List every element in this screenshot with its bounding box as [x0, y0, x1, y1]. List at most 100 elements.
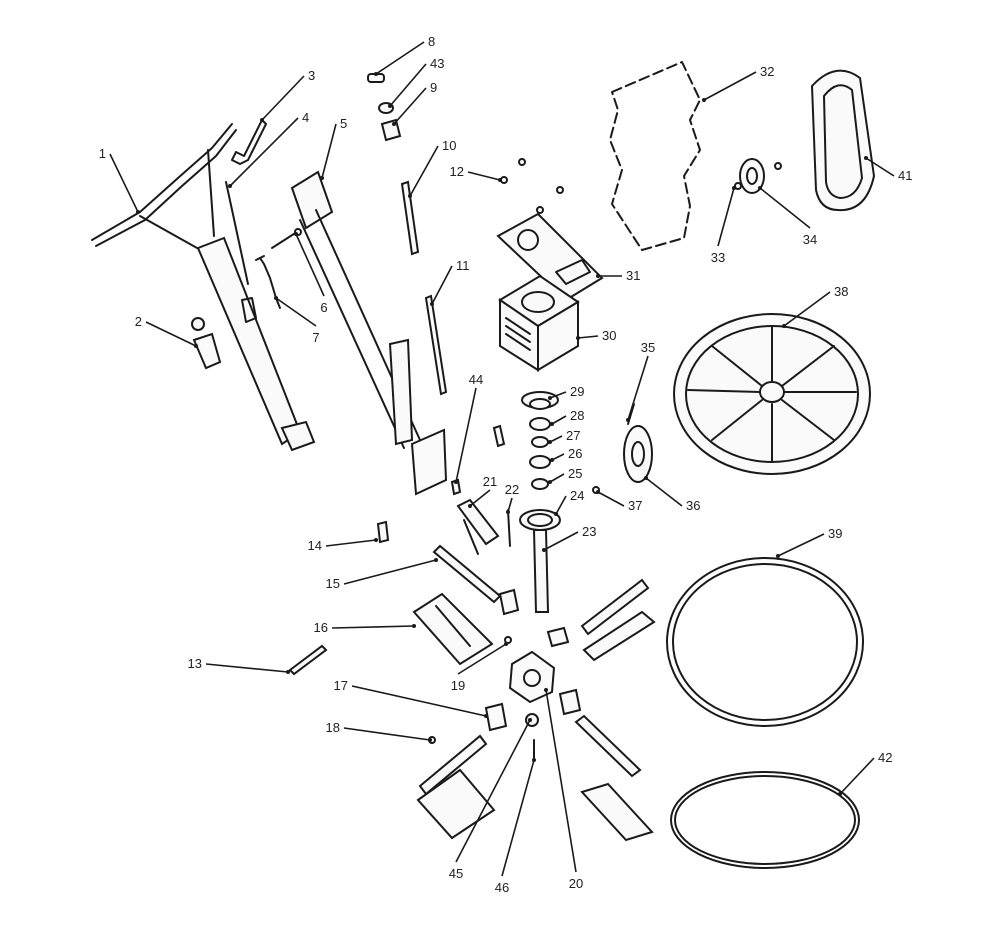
- part-ring-39: [666, 557, 864, 727]
- callout-6: 6: [294, 232, 328, 315]
- leader-tip-22: [506, 510, 510, 514]
- callout-3: 3: [260, 68, 315, 122]
- leader-line-45: [455, 719, 531, 863]
- part-number-label: 17: [334, 678, 348, 693]
- part-spring-7: [255, 255, 281, 309]
- leader-line-38: [783, 291, 831, 327]
- callout-4: 4: [228, 110, 309, 188]
- leader-line-29: [549, 391, 567, 399]
- callout-1: 1: [99, 146, 140, 214]
- callout-26: 26: [550, 446, 582, 462]
- part-pin-22: [507, 509, 511, 547]
- part-number-label: 21: [483, 474, 497, 489]
- leader-line-17: [351, 685, 487, 717]
- part-number-label: 9: [430, 80, 437, 95]
- part-number-label: 36: [686, 498, 700, 513]
- leader-line-20: [545, 689, 577, 873]
- part-number-label: 14: [308, 538, 322, 553]
- part-spoked-wheel-38: [673, 313, 871, 475]
- leader-tip-34: [758, 186, 762, 190]
- callout-34: 34: [758, 186, 817, 247]
- callout-18: 18: [326, 720, 432, 742]
- part-rod-13: [288, 644, 328, 676]
- leader-line-33: [717, 187, 735, 247]
- part-pin-6: [271, 228, 302, 249]
- callout-21: 21: [468, 474, 497, 508]
- callout-9: 9: [392, 80, 437, 126]
- leader-tip-26: [550, 458, 554, 462]
- callout-13: 13: [188, 656, 290, 674]
- leader-line-21: [469, 489, 491, 507]
- part-number-label: 26: [568, 446, 582, 461]
- leader-tip-23: [542, 548, 546, 552]
- part-number-label: 24: [570, 488, 584, 503]
- leader-line-36: [645, 477, 683, 507]
- leader-line-22: [507, 497, 513, 513]
- leader-line-37: [597, 491, 625, 507]
- leader-tip-18: [428, 738, 432, 742]
- leader-tip-28: [550, 422, 554, 426]
- part-stack-center: [519, 391, 561, 613]
- part-rod-11: [424, 294, 448, 396]
- part-number-label: 6: [320, 300, 327, 315]
- callout-14: 14: [308, 538, 378, 553]
- part-number-label: 12: [450, 164, 464, 179]
- part-pulley-36: [623, 403, 653, 483]
- part-number-label: 18: [326, 720, 340, 735]
- callout-20: 20: [544, 688, 583, 891]
- part-number-label: 34: [803, 232, 817, 247]
- leader-line-14: [325, 539, 377, 547]
- leader-tip-14: [374, 538, 378, 542]
- leader-tip-11: [430, 302, 434, 306]
- leader-tip-1: [136, 210, 140, 214]
- part-number-label: 35: [641, 340, 655, 355]
- part-spider-hub-20: [508, 650, 556, 704]
- leader-tip-39: [776, 554, 780, 558]
- leader-line-16: [331, 625, 415, 629]
- part-clip-44: [450, 424, 506, 496]
- callout-7: 7: [274, 296, 320, 345]
- part-bolt-12: [500, 158, 564, 214]
- part-fork-21: [456, 498, 500, 555]
- callout-46: 46: [495, 758, 536, 895]
- leader-line-7: [275, 297, 317, 327]
- leader-line-13: [205, 663, 289, 673]
- leader-tip-9: [392, 122, 396, 126]
- part-number-label: 27: [566, 428, 580, 443]
- leader-line-18: [343, 727, 431, 741]
- part-number-label: 1: [99, 146, 106, 161]
- part-handle-frame: [91, 123, 316, 452]
- leader-line-39: [777, 533, 825, 557]
- leader-tip-7: [274, 296, 278, 300]
- part-number-label: 42: [878, 750, 892, 765]
- part-number-label: 25: [568, 466, 582, 481]
- leader-tip-27: [548, 440, 552, 444]
- part-number-label: 32: [760, 64, 774, 79]
- part-number-label: 16: [314, 620, 328, 635]
- callout-44: 44: [454, 372, 483, 484]
- callout-15: 15: [326, 558, 438, 591]
- part-number-label: 45: [449, 866, 463, 881]
- callout-16: 16: [314, 620, 416, 635]
- part-number-label: 28: [570, 408, 584, 423]
- leader-tip-36: [644, 476, 648, 480]
- leader-tip-12: [498, 178, 502, 182]
- leader-tip-4: [228, 184, 232, 188]
- callout-28: 28: [550, 408, 584, 426]
- leader-line-24: [555, 495, 567, 515]
- leader-tip-38: [782, 324, 786, 328]
- leader-tip-45: [528, 718, 532, 722]
- leader-line-43: [389, 63, 427, 107]
- callout-31: 31: [596, 268, 640, 283]
- leader-line-41: [865, 157, 895, 177]
- leader-line-46: [501, 759, 535, 877]
- callout-39: 39: [776, 526, 842, 558]
- leader-line-12: [467, 171, 501, 181]
- callout-24: 24: [554, 488, 584, 516]
- leader-line-32: [703, 71, 757, 101]
- leader-line-5: [321, 123, 337, 179]
- part-number-label: 19: [451, 678, 465, 693]
- leader-line-26: [551, 453, 565, 461]
- callout-11: 11: [430, 258, 470, 306]
